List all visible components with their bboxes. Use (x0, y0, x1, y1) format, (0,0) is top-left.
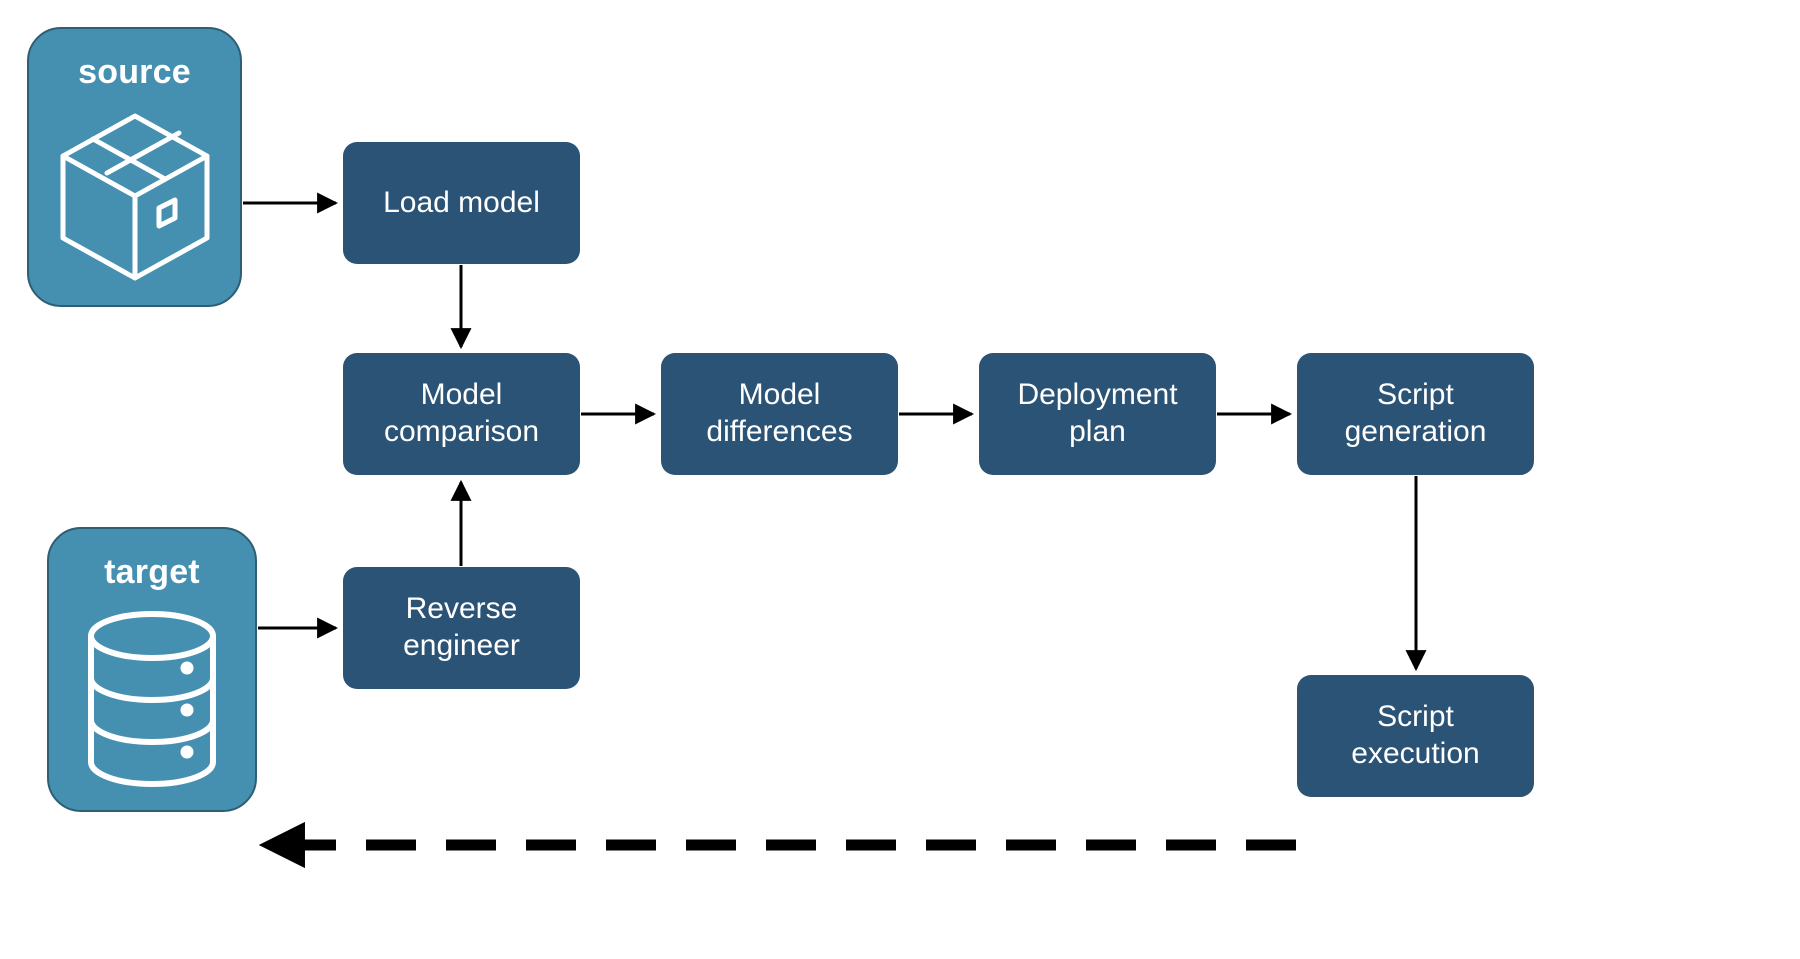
process-model-differences-line-1: Model (738, 378, 821, 412)
package-box-icon (29, 89, 240, 305)
process-script-execution-line-2: execution (1351, 737, 1480, 770)
target-node[interactable]: target (47, 527, 257, 812)
process-reverse-engineer-line-2: engineer (403, 629, 520, 662)
process-load-model-line-1: Load model (383, 185, 540, 219)
process-script-generation[interactable]: Script generation (1297, 353, 1534, 475)
process-model-differences-line-2: differences (706, 415, 853, 448)
process-load-model[interactable]: Load model (343, 142, 580, 264)
source-node[interactable]: source (27, 27, 242, 307)
process-model-differences[interactable]: Model differences (661, 353, 898, 475)
process-script-execution[interactable]: Script execution (1297, 675, 1534, 797)
process-script-generation-line-1: Script (1377, 378, 1454, 412)
process-model-comparison[interactable]: Model comparison (343, 353, 580, 475)
process-script-execution-line-1: Script (1377, 700, 1454, 734)
source-node-label: source (78, 53, 191, 91)
target-node-label: target (104, 553, 200, 591)
process-model-comparison-line-2: comparison (383, 415, 540, 448)
process-model-comparison-line-1: Model (420, 378, 503, 412)
process-reverse-engineer[interactable]: Reverse engineer (343, 567, 580, 689)
process-script-generation-line-2: generation (1344, 415, 1487, 448)
process-deployment-plan[interactable]: Deployment plan (979, 353, 1216, 475)
process-deployment-plan-line-1: Deployment (1017, 378, 1178, 412)
process-deployment-plan-line-2: plan (1069, 415, 1126, 448)
database-cylinder-icon (49, 589, 255, 810)
process-reverse-engineer-line-1: Reverse (405, 592, 518, 626)
